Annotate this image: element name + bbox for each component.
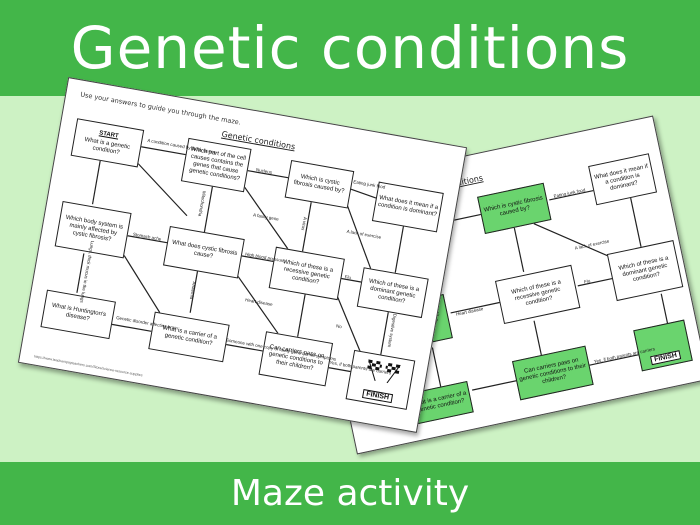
checkered-flags-icon — [367, 359, 401, 384]
finish-label: FINISH — [361, 388, 394, 404]
maze-answer-label: Flu — [344, 274, 352, 281]
page-subtitle: Maze activity — [230, 473, 470, 514]
page-title: Genetic conditions — [70, 14, 630, 82]
finish-label: FINISH — [649, 350, 682, 366]
subtitle-banner: Maze activity — [0, 462, 700, 525]
title-banner: Genetic conditions — [0, 0, 700, 96]
finish-box: FINISH — [345, 349, 416, 410]
maze-question-text: What is a genetic condition? — [84, 136, 131, 156]
worksheet-preview-front: Use your answers to guide you through th… — [17, 77, 468, 433]
maze-connector-lines — [76, 145, 405, 373]
maze-answer-label: No — [335, 323, 343, 330]
